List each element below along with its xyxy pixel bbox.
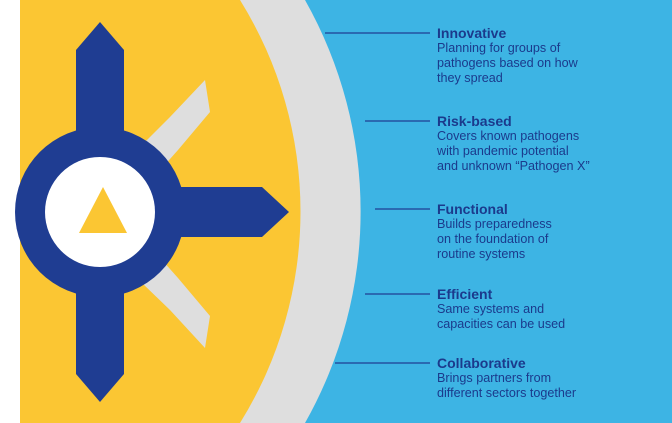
warning-triangle-icon xyxy=(79,187,127,233)
petal-lower-right xyxy=(142,260,210,348)
item-description: Builds preparedness on the foundation of… xyxy=(437,217,552,261)
item-title: Innovative xyxy=(437,25,507,41)
gear-arm-bottom xyxy=(76,284,124,402)
item-innovative: Innovative Planning for groups of pathog… xyxy=(437,26,667,86)
gear-emblem-icon xyxy=(15,22,289,402)
item-collaborative: Collaborative Brings partners from diffe… xyxy=(437,356,667,401)
gear-arm-right xyxy=(170,187,289,237)
gear-arm-top xyxy=(76,22,124,140)
item-title: Efficient xyxy=(437,286,493,302)
item-functional: Functional Builds preparedness on the fo… xyxy=(437,202,667,262)
petal-upper-right xyxy=(142,80,210,168)
item-risk-based: Risk-based Covers known pathogens with p… xyxy=(437,114,667,174)
connector-lines xyxy=(325,32,430,364)
item-efficient: Efficient Same systems and capacities ca… xyxy=(437,287,667,332)
item-title: Collaborative xyxy=(437,355,526,371)
item-title: Functional xyxy=(437,201,508,217)
gray-petals xyxy=(142,80,210,348)
item-title: Risk-based xyxy=(437,113,512,129)
item-description: Same systems and capacities can be used xyxy=(437,302,566,331)
item-description: Covers known pathogens with pandemic pot… xyxy=(437,129,590,173)
item-description: Brings partners from different sectors t… xyxy=(437,371,577,400)
item-description: Planning for groups of pathogens based o… xyxy=(437,41,578,85)
